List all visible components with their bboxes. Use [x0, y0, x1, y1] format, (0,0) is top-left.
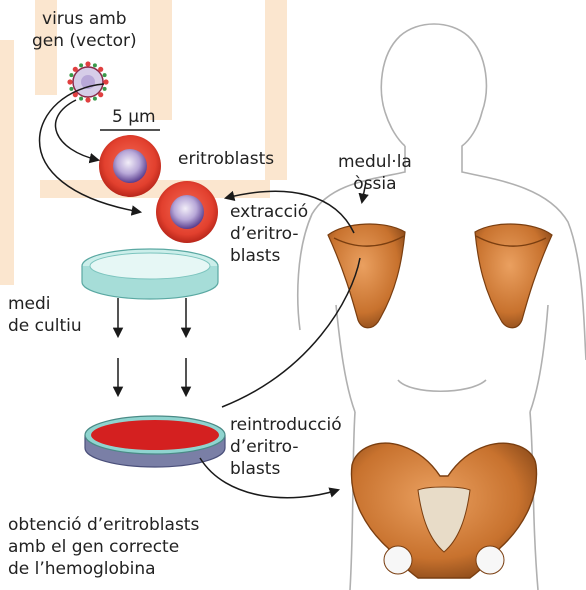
medulla-label: medul·la òssia [338, 151, 412, 195]
erythroblast-cell-lower [156, 181, 218, 243]
erythroblast-cell-upper [99, 135, 161, 197]
medi-label: medi de cultiu [8, 293, 82, 337]
reintroduccio-label: reintroducció d’eritro- blasts [230, 414, 342, 480]
scapula-right [475, 224, 552, 328]
culture-dish [82, 249, 218, 299]
extraccio-label: extracció d’eritro- blasts [230, 201, 308, 267]
cultured-cells-dish [85, 416, 225, 467]
virus-icon [67, 61, 108, 102]
scapula-left [328, 224, 405, 328]
pelvis [351, 443, 536, 578]
obtencio-label: obtenció d’eritroblasts amb el gen corre… [8, 514, 199, 580]
virus-label: virus amb gen (vector) [32, 8, 137, 52]
scale-label: 5 µm [112, 106, 156, 128]
eritroblasts-label: eritroblasts [178, 148, 274, 170]
